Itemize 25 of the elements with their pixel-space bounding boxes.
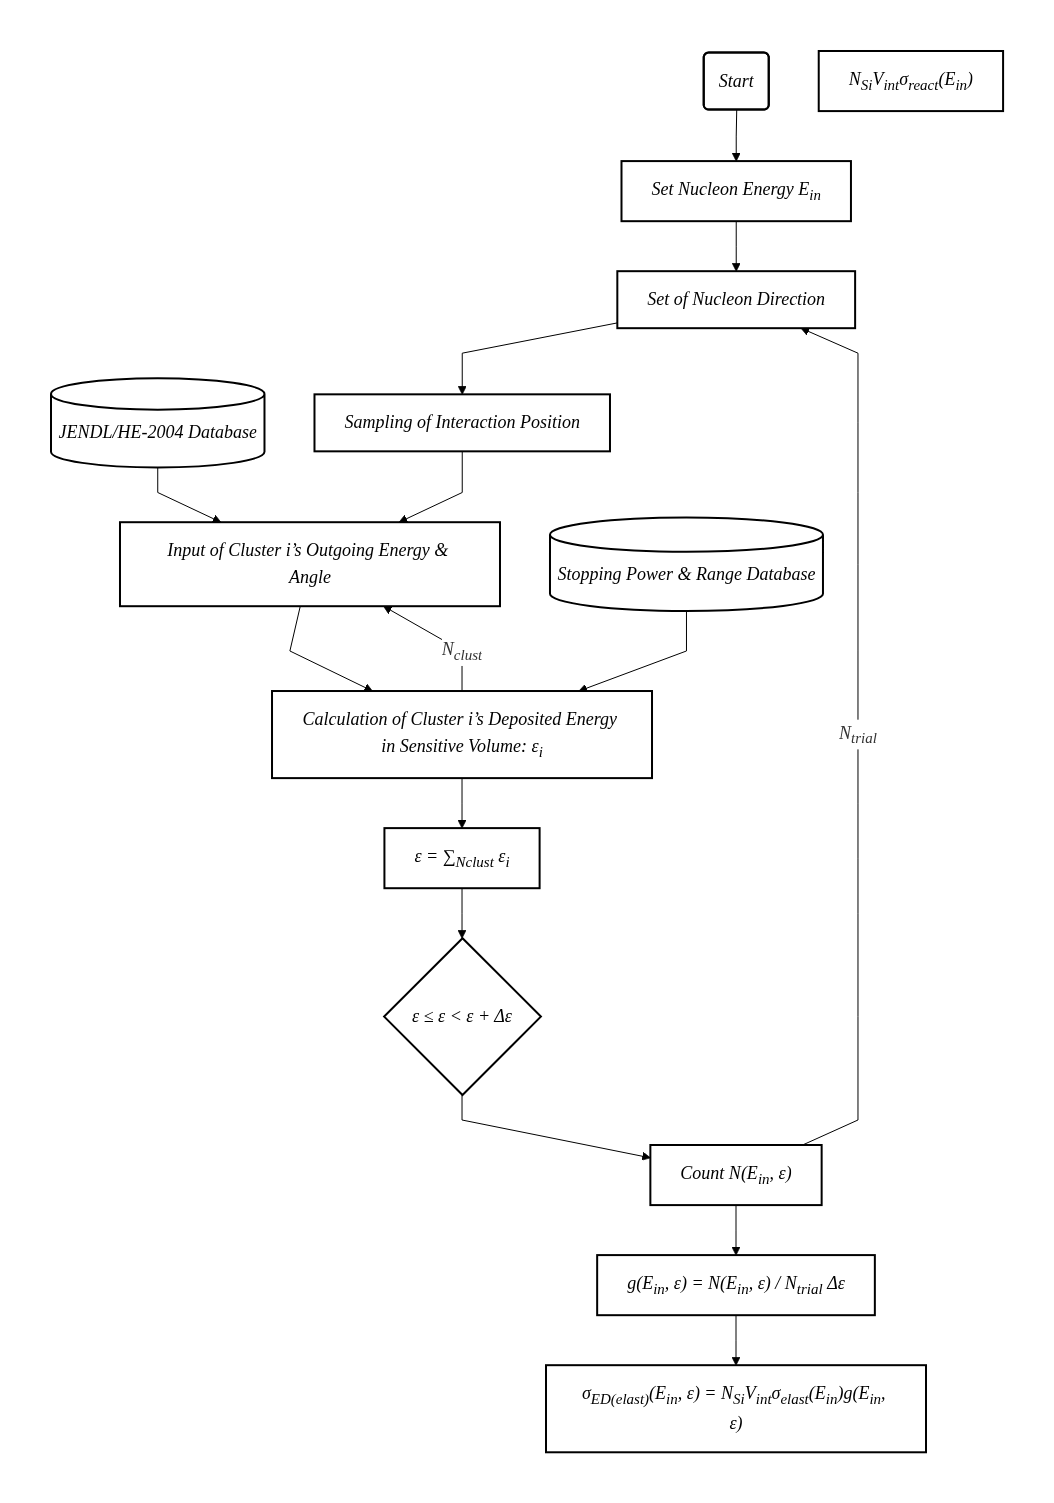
arrow	[731, 109, 741, 162]
arrow	[731, 1204, 741, 1256]
edge-label: N$_{trial}$	[838, 722, 877, 746]
node-box: ε = ∑$_{Nclust}$ ε$_{i}$	[383, 826, 541, 890]
node-box: N$_{Si}$V$_{int}$σ$_{react}$(E$_{in}$)	[817, 49, 1005, 112]
node-box: Input of Cluster i’s Outgoing Energy & Angle	[118, 521, 501, 608]
arrow	[461, 1094, 651, 1161]
arrow	[731, 1314, 741, 1366]
node-box: σ$_{ED(elast)}$(E$_{in}$, ε) = N$_{Si}$V$_{int}$σ$_{elast}$(E$_{in}$)g(E$_{in}$, ε)	[544, 1364, 927, 1454]
arrow	[731, 220, 741, 272]
arrow	[457, 777, 467, 829]
arrow	[457, 887, 467, 939]
node-box: Count N(E$_{in}$, ε)	[649, 1143, 823, 1206]
arrow	[398, 450, 463, 523]
node-box: Set Nucleon Energy E$_{in}$	[620, 159, 852, 223]
edge-label: N$_{clust}$	[441, 638, 483, 663]
node-box: g(E$_{in}$, ε) = N(E$_{in}$, ε) / N$_{trial}$ Δε	[596, 1253, 876, 1317]
node-box: Sampling of Interaction Position	[313, 393, 611, 453]
arrow	[800, 327, 859, 1146]
node-box: Calculation of Cluster i’s Deposited Energy in Sensitive Volume: ε$_{i}$	[270, 689, 653, 779]
arrow	[289, 605, 373, 692]
arrow	[457, 322, 618, 395]
arrow	[157, 466, 222, 523]
node-diamond: ε ≤ ε < ε + Δε	[382, 936, 543, 1097]
node-box: Set of Nucleon Direction	[616, 270, 857, 330]
